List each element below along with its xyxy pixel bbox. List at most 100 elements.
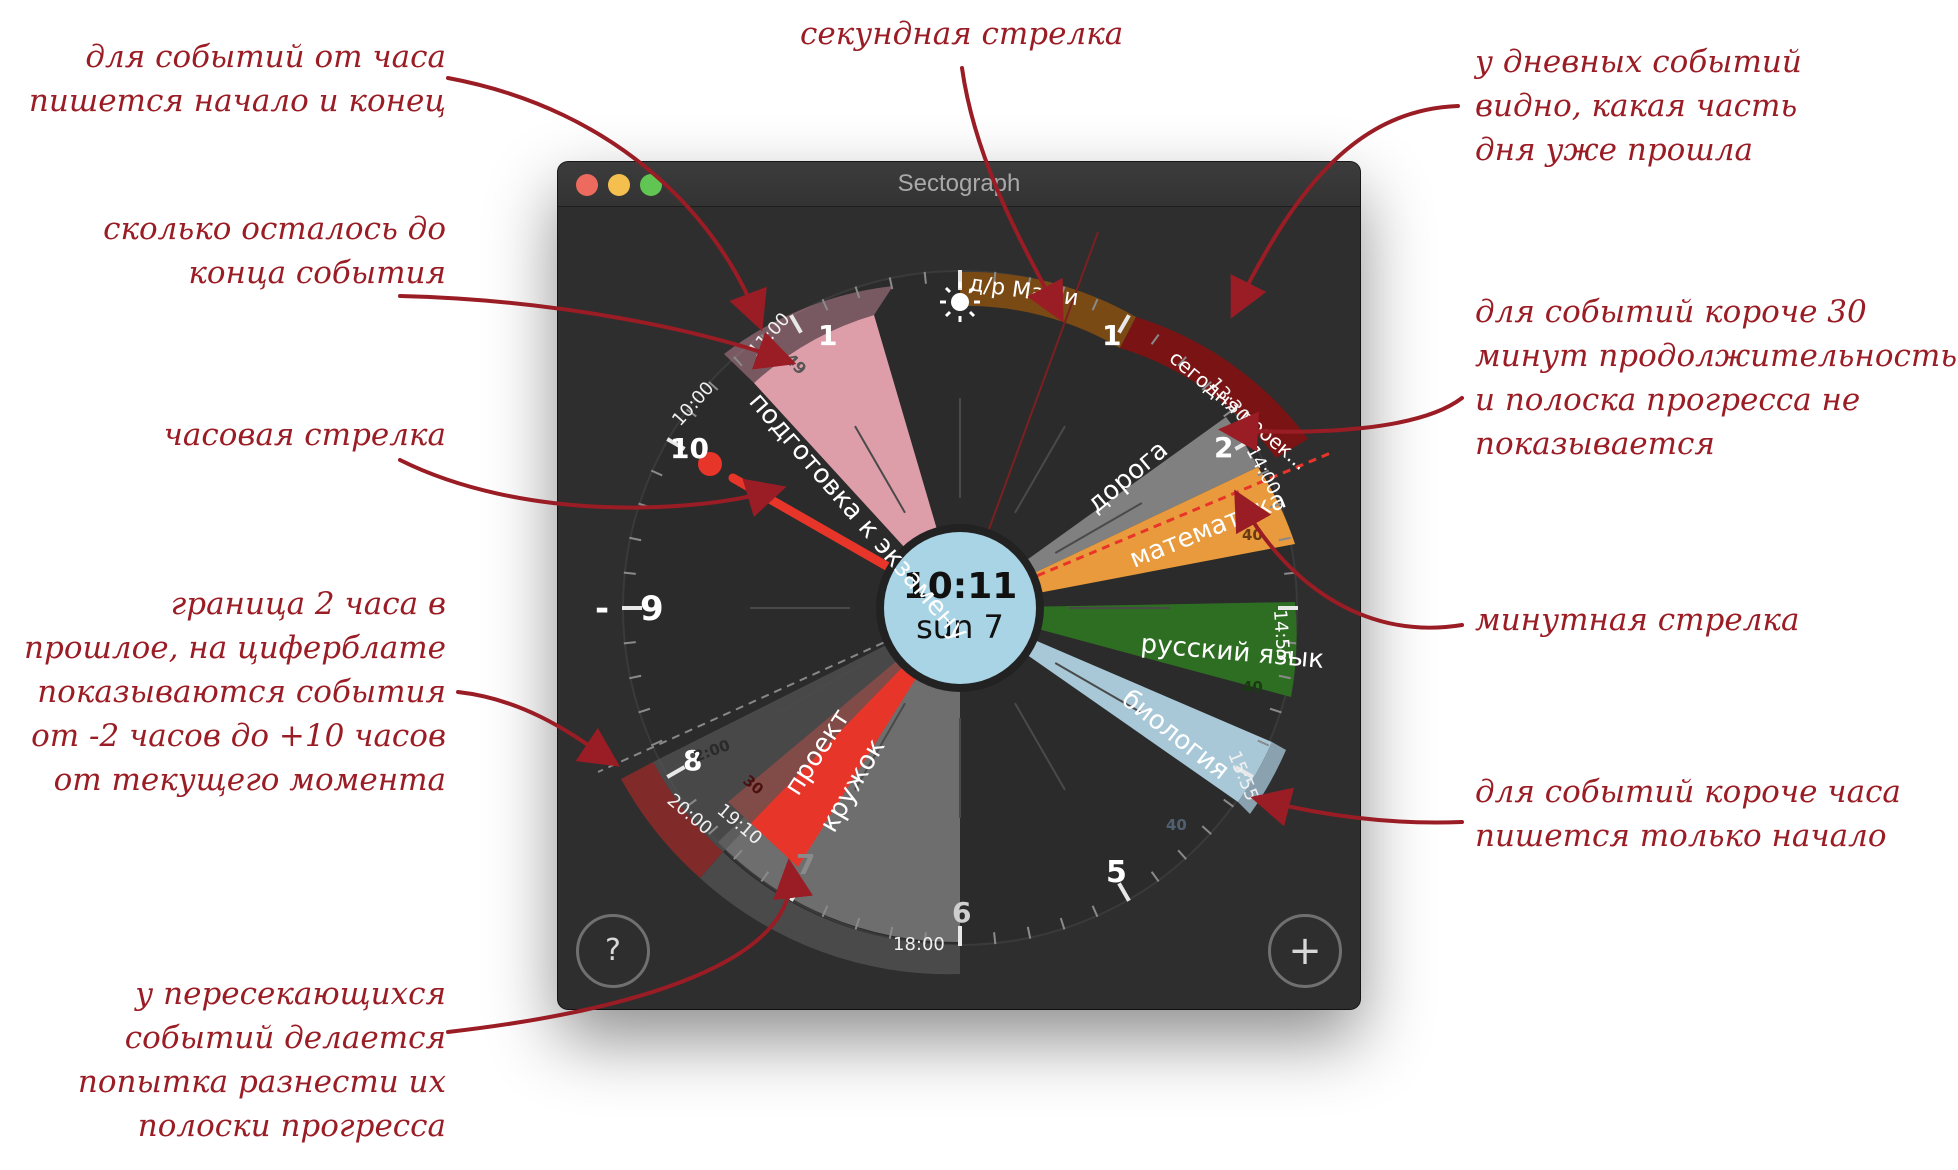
hour-label-9: 9 [640, 589, 664, 629]
sectograph-dial: 10:11 sun 7 1 10 9 - 8 7 6 5 2 1 подгото… [595, 231, 1334, 975]
dial-tick [1091, 905, 1099, 918]
annotation-line: сколько осталось до [103, 211, 446, 247]
event-wedge-biology[interactable] [960, 608, 1272, 802]
event-wedge-past-zone [653, 608, 960, 852]
dial-tick [821, 298, 829, 311]
dial-tick [923, 271, 927, 284]
dial-tick [623, 641, 636, 645]
annotation-line: пишется только начало [1475, 818, 1887, 854]
event-wedge-club-outer[interactable] [700, 852, 960, 975]
annotation-past-boundary: граница 2 часа в прошлое, на циферблате … [24, 582, 446, 802]
dial-tick [650, 739, 663, 747]
annotation-line: видно, какая часть [1475, 88, 1798, 124]
dial-tick [685, 408, 697, 418]
dial-tick [789, 314, 803, 334]
dial-tick [1117, 314, 1131, 334]
minute-hand [959, 450, 1334, 610]
dial-spoke [1014, 702, 1066, 791]
hour-label-5: 5 [1106, 855, 1127, 890]
event-start-russian: 14:55 [1269, 609, 1294, 662]
dial-tick [1177, 356, 1187, 367]
dial-tick [623, 571, 636, 575]
event-remaining-biology: 40 [1166, 816, 1187, 834]
annotation-line: у пересекающихся [135, 976, 446, 1012]
dial-tick [629, 674, 642, 680]
dial-tick [1091, 298, 1099, 311]
help-button[interactable]: ? [576, 914, 650, 988]
event-remaining-math: 40 [1242, 526, 1263, 544]
dial-tick [1269, 707, 1282, 714]
annotation-line: событий делается [124, 1020, 446, 1056]
hour-label-10: 10 [670, 432, 709, 465]
dial-tick [888, 926, 894, 939]
annotation-line: граница 2 часа в [170, 586, 446, 622]
clock-time: 10:11 [903, 566, 1018, 607]
annotation-second-hand: секундная стрелка [800, 12, 1123, 56]
annotation-minute-hand: минутная стрелка [1475, 598, 1799, 642]
annotation-line: конца события [188, 255, 446, 291]
hour-label-1-right: 1 [1102, 319, 1121, 352]
app-window: Sectograph [558, 162, 1360, 1009]
dial-tick [1150, 333, 1160, 345]
dial-tick [1257, 469, 1270, 477]
hour-label-2: 2 [1214, 431, 1233, 464]
dial-tick [854, 917, 861, 930]
annotation-line: и полоска прогресса не [1475, 382, 1861, 418]
annotation-remaining: сколько осталось до конца события [103, 207, 446, 295]
dial-spoke [1054, 502, 1143, 554]
event-wedge-biology-outer[interactable] [1238, 742, 1286, 814]
annotation-line: минутная стрелка [1475, 602, 1800, 638]
dial-tick [1026, 926, 1032, 939]
dial-tick [629, 536, 642, 542]
dial-tick [1234, 765, 1254, 779]
annotation-line: для событий короче часа [1475, 774, 1901, 810]
annotation-hour-hand: часовая стрелка [164, 413, 446, 457]
annotation-line: секундная стрелка [800, 16, 1124, 52]
annotation-under-hour: для событий короче часа пишется только н… [1475, 770, 1901, 858]
annotation-line: попытка разнести их [77, 1064, 446, 1100]
dial-tick [1201, 381, 1212, 391]
annotation-short-events: для событий короче 30 минут продолжитель… [1475, 290, 1957, 466]
annotation-line: прошлое, на циферблате [24, 630, 446, 666]
dial-tick [1284, 571, 1297, 575]
annotation-line: пишется начало и конец [28, 83, 446, 119]
event-wedge-project-main[interactable] [728, 608, 960, 867]
annotation-line: часовая стрелка [163, 417, 446, 453]
annotation-line: показывается [1475, 426, 1715, 462]
event-remaining-russian: 40 [1242, 678, 1263, 696]
event-start-club: 18:00 [893, 934, 945, 955]
dial-tick [821, 905, 829, 918]
dial-tick [1150, 871, 1160, 883]
dial-tick [685, 798, 697, 808]
annotation-overlap: у пересекающихся событий делается попытк… [78, 972, 446, 1148]
center-disc[interactable] [884, 532, 1036, 684]
dial-tick [666, 437, 686, 451]
event-wedge-exam[interactable] [754, 315, 960, 608]
hour-label-8: 8 [683, 744, 702, 777]
event-wedge-project-outer[interactable] [621, 762, 723, 878]
annotation-line: минут продолжительность [1475, 338, 1958, 374]
dial-tick [993, 932, 997, 945]
hour-label-6: 6 [952, 896, 971, 929]
past-boundary-line [597, 607, 961, 773]
annotation-line: для событий от часа [85, 39, 446, 75]
dial-tick [854, 286, 861, 299]
dial-spoke [1014, 425, 1066, 514]
dial-spoke [854, 702, 906, 791]
dial-tick [1278, 674, 1291, 680]
dial-tick [1223, 798, 1235, 808]
event-wedge-russian[interactable] [960, 602, 1297, 697]
dial-tick [923, 932, 927, 945]
dial-tick [666, 765, 686, 779]
dial-tick [1059, 917, 1066, 930]
dial-tick [708, 825, 719, 835]
dial-tick [1117, 882, 1131, 902]
clock-day: sun 7 [916, 608, 1004, 646]
dial-tick [1257, 739, 1270, 747]
hour-label-1-left: 1 [818, 319, 837, 352]
annotation-line: полоски прогресса [137, 1108, 446, 1144]
annotation-day-events: у дневных событий видно, какая часть дня… [1475, 40, 1802, 172]
dial-tick [638, 707, 651, 714]
add-button[interactable]: + [1268, 914, 1342, 988]
event-wedge-road[interactable] [960, 417, 1258, 608]
